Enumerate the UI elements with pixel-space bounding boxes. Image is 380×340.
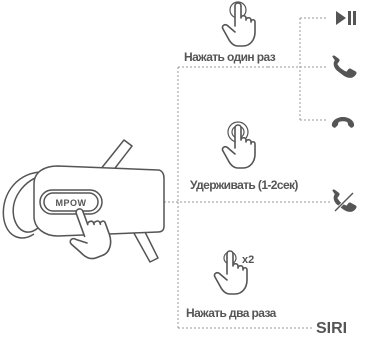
press-twice-label: Нажать два раза: [186, 306, 276, 320]
press-once-hand-icon: [221, 1, 256, 47]
hold-hand-icon: [221, 121, 256, 169]
phone-hangup-icon: [331, 117, 355, 128]
pressing-hand-icon: [69, 208, 112, 260]
siri-label: SIRI: [316, 320, 348, 337]
press-once-label: Нажать один раз: [184, 50, 276, 64]
headset-illustration: [2, 139, 165, 263]
hold-label: Удерживать (1-2сек): [190, 178, 298, 192]
device-logo: MPOW: [56, 198, 87, 208]
phone-answer-icon: [332, 55, 357, 78]
phone-reject-icon: [332, 189, 357, 213]
double-press-multiplier: x2: [242, 254, 255, 266]
double-press-hand-icon: [213, 250, 248, 295]
connector-lines: [100, 17, 330, 329]
play-pause-icon: [336, 11, 356, 25]
